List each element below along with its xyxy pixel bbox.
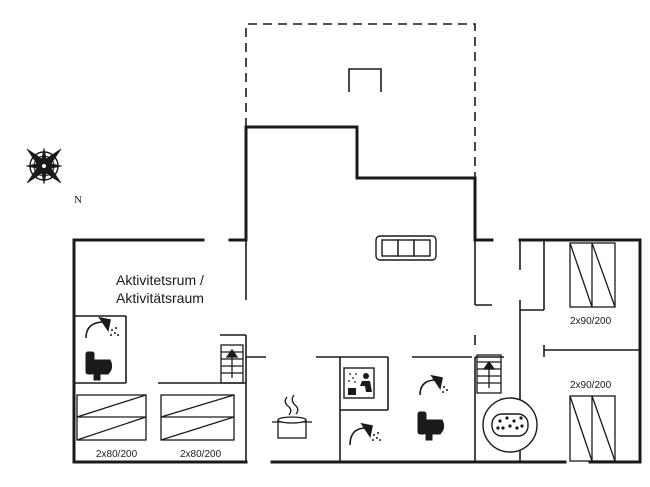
whirlpool-icon xyxy=(482,397,538,453)
bed-icon xyxy=(569,395,616,462)
bed-size-label: 2x80/200 xyxy=(96,449,138,460)
toilet-icon xyxy=(85,351,113,381)
activity-room-label-line1: Aktivitetsrum / xyxy=(116,272,204,288)
north-label: N xyxy=(74,194,82,206)
shower-icon xyxy=(419,374,448,396)
shower-icon xyxy=(349,422,381,446)
stairs-icon xyxy=(476,354,502,394)
sauna-icon xyxy=(343,367,375,399)
bed-icon xyxy=(160,394,235,441)
terrace-outline xyxy=(245,23,476,178)
interior-walls xyxy=(74,240,640,462)
bed-size-label: 2x80/200 xyxy=(180,449,222,460)
bed-size-label: 2x90/200 xyxy=(570,316,612,327)
shower-icon xyxy=(85,316,119,339)
walls xyxy=(72,125,642,464)
toilet-icon xyxy=(417,411,445,441)
bed-size-label: 2x90/200 xyxy=(570,380,612,391)
compass-rose-icon xyxy=(25,147,63,185)
sofa-icon xyxy=(375,235,437,261)
cooking-pot-icon xyxy=(272,394,312,439)
bed-icon xyxy=(569,242,616,308)
bed-icon xyxy=(76,394,147,441)
terrace-marker xyxy=(348,68,382,92)
stairs-icon xyxy=(220,344,244,384)
activity-room-label-line2: Aktivitätsraum xyxy=(116,290,204,306)
